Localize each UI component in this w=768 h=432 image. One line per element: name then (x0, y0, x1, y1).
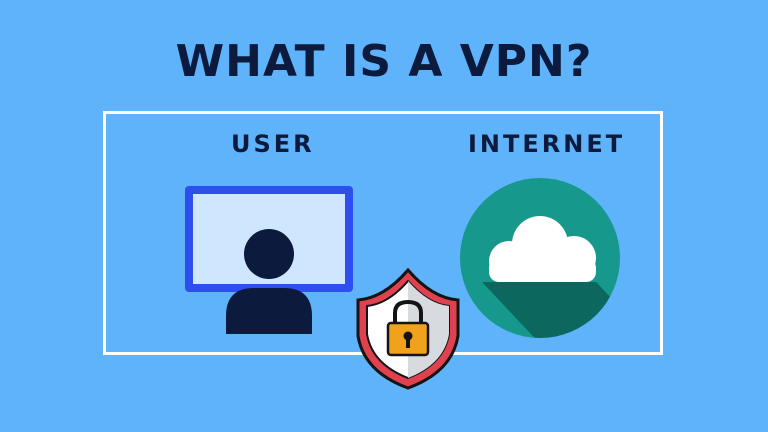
cloud-icon (489, 216, 596, 282)
page-title: WHAT IS A VPN? (175, 36, 593, 87)
internet-label: INTERNET (468, 130, 626, 158)
user-icon (226, 229, 312, 334)
padlock-icon (386, 299, 430, 357)
user-label: USER (231, 130, 315, 158)
